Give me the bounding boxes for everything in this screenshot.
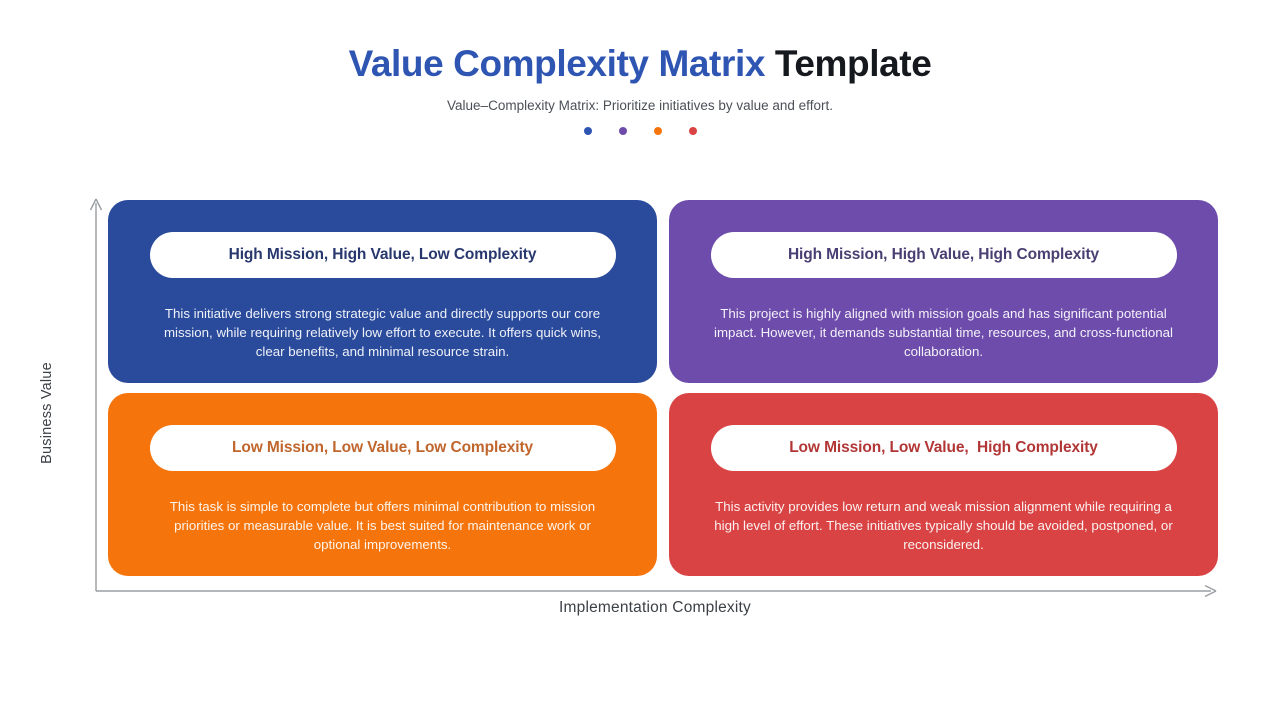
y-axis-arrowhead <box>89 198 103 211</box>
quadrant-low-value-low-complexity[interactable]: Low Mission, Low Value, Low Complexity T… <box>108 393 657 576</box>
quadrant-title-pill[interactable]: High Mission, High Value, Low Complexity <box>149 232 616 278</box>
quadrant-grid: High Mission, High Value, Low Complexity… <box>108 200 1218 576</box>
legend-dot-blue <box>583 127 592 135</box>
y-axis-label: Business Value <box>39 362 55 464</box>
quadrant-description: This activity provides low return and we… <box>714 499 1173 552</box>
quadrant-title-pill[interactable]: Low Mission, Low Value, Low Complexity <box>149 425 616 471</box>
quadrant-title-text: Low Mission, Low Value, Low Complexity <box>231 439 534 456</box>
x-axis-label: Implementation Complexity <box>559 599 751 616</box>
quadrant-title-pill[interactable]: Low Mission, Low Value, High Complexity <box>710 425 1177 471</box>
legend-dot-red <box>688 127 697 135</box>
x-axis-arrowhead <box>1204 584 1217 598</box>
quadrant-title-pill[interactable]: High Mission, High Value, High Complexit… <box>710 232 1177 278</box>
page-subtitle: Value–Complexity Matrix: Prioritize init… <box>447 98 833 113</box>
quadrant-description: This task is simple to complete but offe… <box>169 499 596 552</box>
quadrant-low-value-high-complexity[interactable]: Low Mission, Low Value, High Complexity … <box>669 393 1218 576</box>
quadrant-title-text: High Mission, High Value, Low Complexity <box>228 246 537 263</box>
quadrant-title-text: High Mission, High Value, High Complexit… <box>787 246 1100 263</box>
quadrant-description: This project is highly aligned with miss… <box>714 306 1173 359</box>
legend-dot-purple <box>618 127 627 135</box>
page-title-plain: Template <box>765 43 932 84</box>
quadrant-high-value-high-complexity[interactable]: High Mission, High Value, High Complexit… <box>669 200 1218 383</box>
slide-header: Value Complexity Matrix Template Value–C… <box>0 38 1280 135</box>
quadrant-description: This initiative delivers strong strategi… <box>163 306 602 359</box>
matrix-container: Business Value Implementation Complexity… <box>0 190 1280 630</box>
color-legend-dots <box>0 127 1280 135</box>
quadrant-title-text: Low Mission, Low Value, High Complexity <box>789 439 1098 456</box>
page-title: Value Complexity Matrix Template <box>0 38 1280 90</box>
quadrant-high-value-low-complexity[interactable]: High Mission, High Value, Low Complexity… <box>108 200 657 383</box>
page-title-accent: Value Complexity Matrix <box>348 43 766 84</box>
legend-dot-orange <box>653 127 662 135</box>
